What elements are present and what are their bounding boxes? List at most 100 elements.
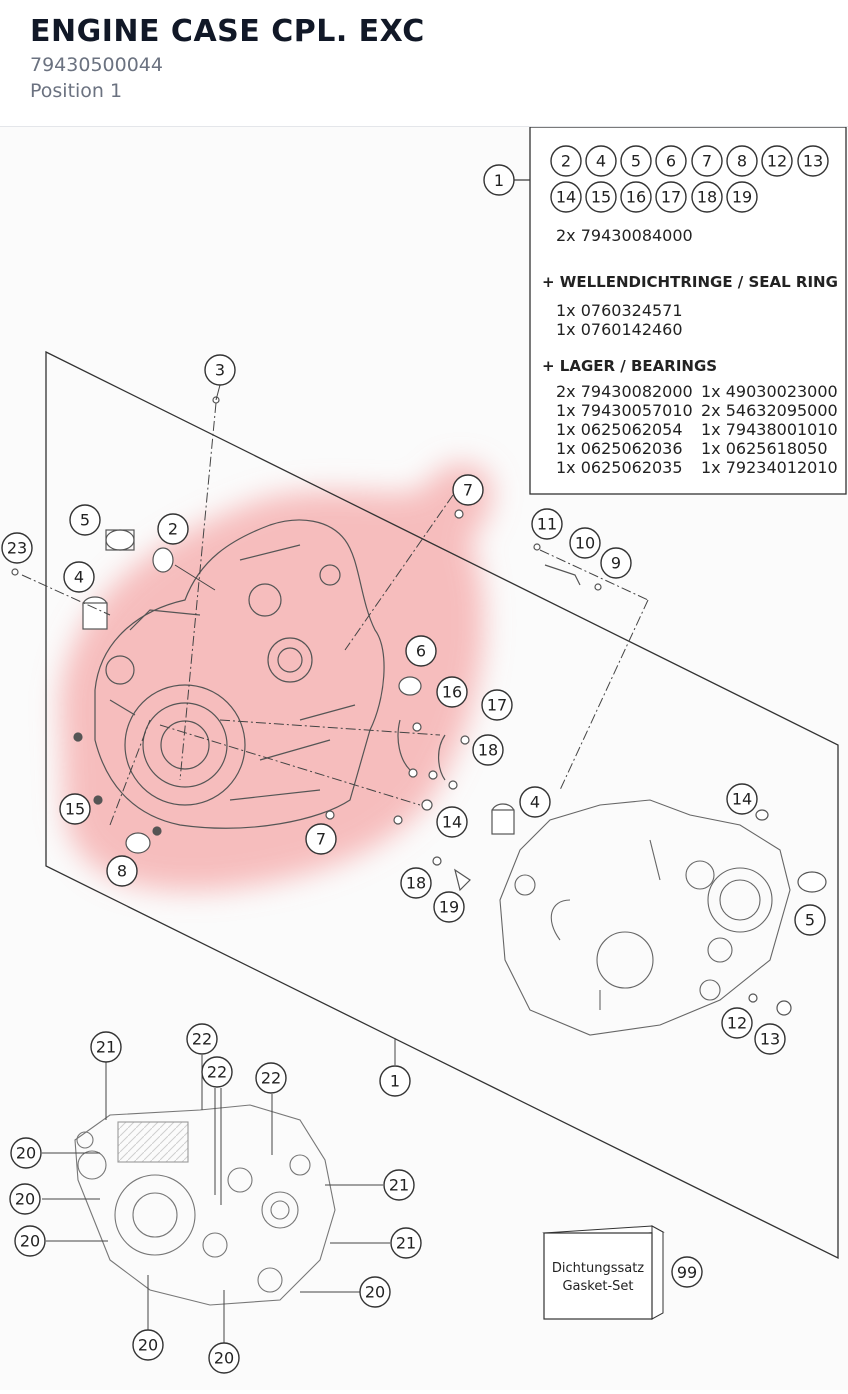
svg-text:18: 18 <box>697 188 717 207</box>
part-number: 79430500044 <box>30 54 163 76</box>
callout-22[interactable]: 22 <box>201 1056 233 1088</box>
gasket-set-box[interactable]: Dichtungssatz Gasket-Set <box>542 1225 665 1320</box>
svg-text:12: 12 <box>767 152 787 171</box>
legend-badge[interactable]: 18 <box>691 181 723 213</box>
svg-text:20: 20 <box>365 1283 385 1302</box>
svg-text:21: 21 <box>96 1038 116 1057</box>
bearings-right-column: 1x 49030023000 2x 54632095000 1x 7943800… <box>701 382 838 477</box>
callout-15[interactable]: 15 <box>59 793 91 825</box>
bearing-item: 1x 79430057010 <box>556 401 693 420</box>
callout-1[interactable]: 1 <box>379 1065 411 1097</box>
svg-text:18: 18 <box>478 741 498 760</box>
callout-20[interactable]: 20 <box>9 1183 41 1215</box>
callout-20[interactable]: 20 <box>208 1342 240 1374</box>
svg-text:13: 13 <box>760 1030 780 1049</box>
svg-text:1: 1 <box>494 171 504 190</box>
seal-ring-heading: + WELLENDICHTRINGE / SEAL RING <box>542 273 838 291</box>
legend-badge[interactable]: 13 <box>797 145 829 177</box>
callout-22[interactable]: 22 <box>186 1023 218 1055</box>
bearing-item: 2x 54632095000 <box>701 401 838 420</box>
callout-13[interactable]: 13 <box>754 1023 786 1055</box>
callout-21[interactable]: 21 <box>90 1031 122 1063</box>
svg-text:2: 2 <box>168 520 178 539</box>
page-header: ENGINE CASE CPL. EXC 79430500044 Positio… <box>0 0 848 127</box>
svg-text:19: 19 <box>732 188 752 207</box>
legend-badge[interactable]: 12 <box>761 145 793 177</box>
legend-badge[interactable]: 16 <box>620 181 652 213</box>
svg-text:7: 7 <box>702 152 712 171</box>
engine-case-left-half[interactable] <box>94 519 385 829</box>
svg-text:6: 6 <box>416 642 426 661</box>
bearings-left-column: 2x 79430082000 1x 79430057010 1x 0625062… <box>556 382 693 477</box>
svg-text:22: 22 <box>207 1063 227 1082</box>
legend-badge[interactable]: 4 <box>585 145 617 177</box>
callout-21[interactable]: 21 <box>390 1227 422 1259</box>
legend-badge[interactable]: 8 <box>726 145 758 177</box>
legend-badge[interactable]: 6 <box>655 145 687 177</box>
callout-21[interactable]: 21 <box>383 1169 415 1201</box>
engine-case-bottom-view[interactable] <box>74 1104 336 1306</box>
legend-badge[interactable]: 15 <box>585 181 617 213</box>
callout-4[interactable]: 4 <box>63 561 95 593</box>
callout-7[interactable]: 7 <box>452 474 484 506</box>
svg-text:2: 2 <box>561 152 571 171</box>
svg-text:4: 4 <box>74 568 84 587</box>
bearing-item: 1x 0625062035 <box>556 458 683 477</box>
callout-20[interactable]: 20 <box>14 1225 46 1257</box>
svg-text:15: 15 <box>65 800 85 819</box>
legend-badge[interactable]: 17 <box>655 181 687 213</box>
callout-10[interactable]: 10 <box>569 527 601 559</box>
svg-text:22: 22 <box>261 1069 281 1088</box>
legend-badge[interactable]: 5 <box>620 145 652 177</box>
svg-text:5: 5 <box>80 511 90 530</box>
callout-12[interactable]: 12 <box>721 1007 753 1039</box>
svg-text:5: 5 <box>631 152 641 171</box>
gasket-label-de: Dichtungssatz <box>552 1261 644 1276</box>
callout-23[interactable]: 23 <box>1 532 33 564</box>
svg-text:22: 22 <box>192 1030 212 1049</box>
svg-text:20: 20 <box>214 1349 234 1368</box>
legend-badge[interactable]: 14 <box>550 181 582 213</box>
position-label: Position 1 <box>30 80 123 102</box>
engine-case-right-half[interactable] <box>499 799 791 1036</box>
callout-14[interactable]: 14 <box>726 783 758 815</box>
callout-8[interactable]: 8 <box>106 855 138 887</box>
callout-22[interactable]: 22 <box>255 1062 287 1094</box>
gasket-callout[interactable]: 99 <box>671 1256 703 1288</box>
svg-text:20: 20 <box>15 1190 35 1209</box>
callout-20[interactable]: 20 <box>359 1276 391 1308</box>
callout-3[interactable]: 3 <box>204 354 236 386</box>
callout-18[interactable]: 18 <box>472 734 504 766</box>
callout-18[interactable]: 18 <box>400 867 432 899</box>
page-title: ENGINE CASE CPL. EXC <box>30 14 425 49</box>
callout-5[interactable]: 5 <box>69 504 101 536</box>
callout-14[interactable]: 14 <box>436 806 468 838</box>
callout-9[interactable]: 9 <box>600 547 632 579</box>
bearing-item: 2x 79430082000 <box>556 382 693 401</box>
legend-main-callout[interactable]: 1 <box>483 164 515 196</box>
callout-11[interactable]: 11 <box>531 508 563 540</box>
assembly-frame <box>45 350 839 1260</box>
callout-16[interactable]: 16 <box>436 676 468 708</box>
legend-box <box>529 126 847 495</box>
callout-7[interactable]: 7 <box>305 823 337 855</box>
callout-6[interactable]: 6 <box>405 635 437 667</box>
callout-20[interactable]: 20 <box>132 1329 164 1361</box>
legend-badge[interactable]: 2 <box>550 145 582 177</box>
callout-17[interactable]: 17 <box>481 689 513 721</box>
svg-text:21: 21 <box>389 1176 409 1195</box>
svg-text:16: 16 <box>442 683 462 702</box>
callout-2[interactable]: 2 <box>157 513 189 545</box>
svg-text:20: 20 <box>138 1336 158 1355</box>
legend-badge[interactable]: 19 <box>726 181 758 213</box>
svg-text:99: 99 <box>677 1263 697 1282</box>
svg-text:10: 10 <box>575 534 595 553</box>
callout-19[interactable]: 19 <box>433 891 465 923</box>
callout-4[interactable]: 4 <box>519 786 551 818</box>
callout-5[interactable]: 5 <box>794 904 826 936</box>
callout-20[interactable]: 20 <box>10 1137 42 1169</box>
bearing-item: 1x 0625062036 <box>556 439 683 458</box>
legend-badge[interactable]: 7 <box>691 145 723 177</box>
